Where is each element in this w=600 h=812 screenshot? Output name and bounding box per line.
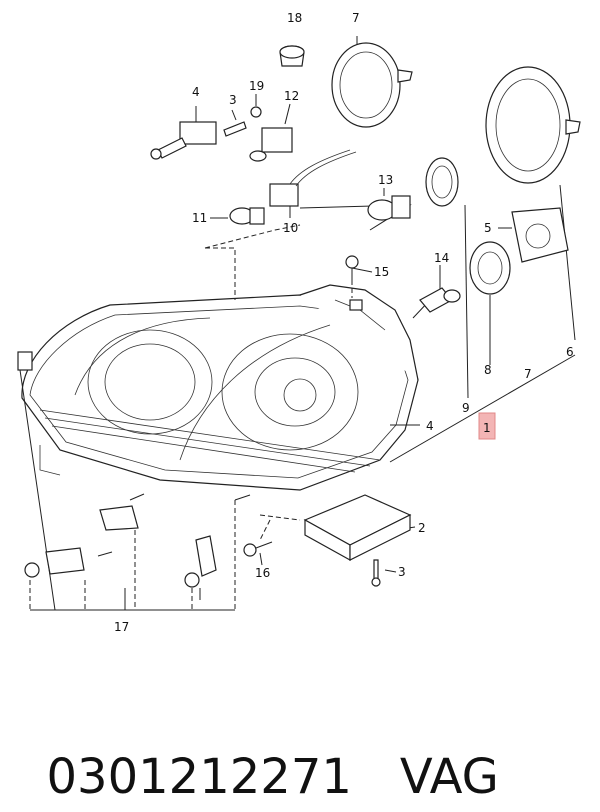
part-15-screw xyxy=(345,255,359,282)
callout-labels: 18 7 4 19 3 12 13 11 10 5 15 14 6 8 7 9 … xyxy=(114,11,574,634)
part-14-bulb xyxy=(419,287,461,313)
label-14: 14 xyxy=(434,251,449,265)
part-3-screw xyxy=(223,109,247,137)
label-2: 2 xyxy=(418,521,426,535)
part-number: 0301212271 xyxy=(46,749,352,805)
label-11: 11 xyxy=(192,211,207,225)
part-5-module xyxy=(498,207,569,263)
label-7-top: 7 xyxy=(352,11,360,25)
label-9: 9 xyxy=(462,401,470,415)
label-5: 5 xyxy=(484,221,492,235)
part-17-brackets xyxy=(24,493,217,600)
part-18-cap xyxy=(279,45,305,67)
part-8-cap xyxy=(469,241,511,295)
label-4-right: 4 xyxy=(426,419,434,433)
headlight-exploded-diagram: 18 7 4 19 3 12 13 11 10 5 15 14 6 8 7 9 … xyxy=(17,11,581,634)
label-17: 17 xyxy=(114,620,129,634)
label-6: 6 xyxy=(566,345,574,359)
footer-caption: 0301212271 VAG xyxy=(16,672,576,805)
part-4-bulb xyxy=(150,106,217,160)
part-13-bulb xyxy=(367,188,411,221)
part-6-cover xyxy=(485,66,581,184)
highlight-box xyxy=(478,412,496,440)
label-18: 18 xyxy=(287,11,302,25)
part-10-socket xyxy=(269,149,357,218)
part-9-ring xyxy=(425,157,459,207)
label-8: 8 xyxy=(484,363,492,377)
headlight-housing xyxy=(17,284,419,491)
label-16: 16 xyxy=(255,566,270,580)
label-10: 10 xyxy=(283,221,298,235)
label-13: 13 xyxy=(378,173,393,187)
label-4-top: 4 xyxy=(192,85,200,99)
label-3-bottom: 3 xyxy=(398,565,406,579)
label-1: 1 xyxy=(483,421,491,435)
label-12: 12 xyxy=(284,89,299,103)
part-12-bulb xyxy=(249,103,293,162)
part-3-screw-lower xyxy=(371,559,381,587)
label-19: 19 xyxy=(249,79,264,93)
part-11-bulb xyxy=(210,207,265,225)
label-3-top: 3 xyxy=(229,93,237,107)
brand-name: VAG xyxy=(399,749,499,805)
label-7-right: 7 xyxy=(524,367,532,381)
part-7-ring xyxy=(331,36,413,128)
part-16-screw xyxy=(243,541,273,557)
part-2-control-unit xyxy=(303,494,412,562)
part-19-clip xyxy=(250,94,262,118)
label-15: 15 xyxy=(374,265,389,279)
